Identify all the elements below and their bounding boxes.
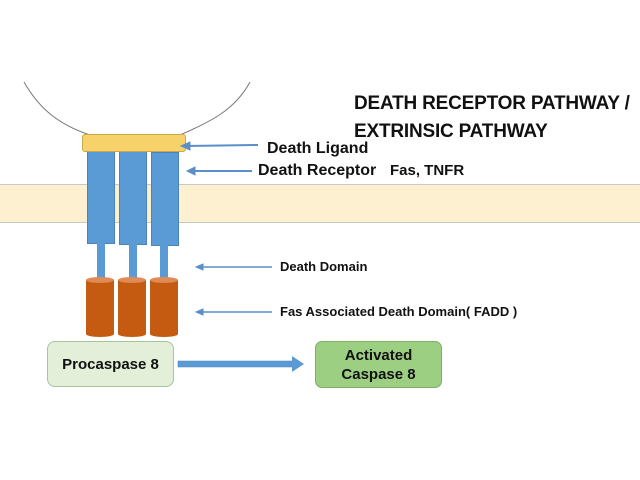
diagram-title: DEATH RECEPTOR PATHWAY / EXTRINSIC PATHW…	[354, 90, 630, 146]
arrow-activation	[177, 356, 304, 372]
death-ligand-bar	[82, 134, 186, 152]
fadd-cylinders	[86, 277, 178, 337]
death-domain-3	[160, 244, 168, 280]
death-receptor-1	[87, 151, 115, 244]
title-line-2: EXTRINSIC PATHWAY	[354, 121, 548, 142]
label-death-domain: Death Domain	[280, 259, 368, 274]
label-fadd: Fas Associated Death Domain( FADD )	[280, 304, 518, 319]
fadd-cylinder-3	[150, 277, 178, 337]
death-domain-1	[97, 242, 105, 280]
death-receptor-3	[151, 152, 179, 246]
label-death-receptor: Death Receptor	[258, 162, 377, 179]
arrow-receptor	[185, 166, 252, 176]
procaspase-8-box: Procaspase 8	[47, 341, 174, 387]
activated-caspase-8-box: Activated Caspase 8	[315, 341, 442, 388]
label-death-ligand: Death Ligand	[267, 140, 369, 157]
activated-caspase-line-2: Caspase 8	[341, 365, 416, 383]
fadd-cylinder-1	[86, 277, 114, 337]
label-receptor-examples: Fas, TNFR	[390, 162, 465, 179]
death-domain-2	[129, 243, 137, 280]
procaspase-8-label: Procaspase 8	[62, 355, 159, 373]
arrow-death-domain	[194, 263, 272, 271]
fadd-cylinder-2	[118, 277, 146, 337]
arrow-ligand	[179, 141, 259, 151]
arrow-fadd	[194, 308, 272, 316]
title-line-1: DEATH RECEPTOR PATHWAY /	[354, 93, 630, 114]
activated-caspase-line-1: Activated	[344, 346, 413, 364]
